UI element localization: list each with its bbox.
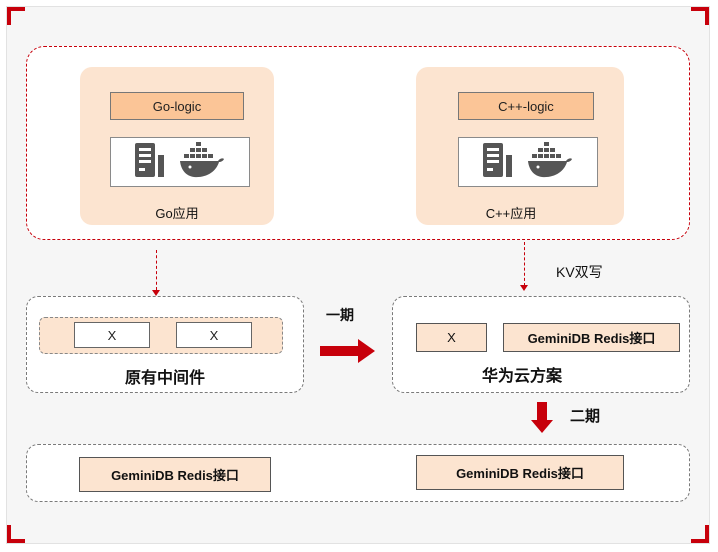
huawei-cloud-item: GeminiDB Redis接口 — [503, 323, 680, 352]
arrow-down-icon — [520, 285, 528, 291]
go-icon-box — [110, 137, 250, 187]
arrow-down-icon — [152, 290, 160, 296]
huawei-cloud-title: 华为云方案 — [481, 368, 562, 385]
corner-mark — [7, 525, 25, 543]
arrow-right-icon — [320, 338, 376, 369]
go-app-name: Go应用 — [155, 206, 199, 221]
final-item: GeminiDB Redis接口 — [79, 457, 271, 492]
final-item: GeminiDB Redis接口 — [416, 455, 624, 490]
connector-line-left — [156, 250, 157, 290]
corner-mark — [7, 7, 25, 25]
corner-mark — [691, 7, 709, 25]
original-middleware-title: 原有中间件 — [124, 370, 205, 387]
server-icon — [134, 141, 166, 184]
arrow-down-icon — [530, 402, 554, 439]
server-icon — [482, 141, 514, 184]
cpp-app-name: C++应用 — [485, 206, 537, 221]
kv-dual-write-label: KV双写 — [556, 264, 603, 280]
corner-mark — [691, 525, 709, 543]
cpp-icon-box — [458, 137, 598, 187]
cpp-logic-label: C++-logic — [458, 92, 594, 120]
docker-icon — [526, 140, 574, 185]
phase2-label: 二期 — [570, 408, 601, 425]
middleware-item: X — [74, 322, 150, 348]
middleware-item: X — [176, 322, 252, 348]
huawei-cloud-item: X — [416, 323, 487, 352]
connector-line-right — [524, 242, 525, 286]
phase1-label: 一期 — [326, 307, 354, 323]
docker-icon — [178, 140, 226, 185]
go-logic-label: Go-logic — [110, 92, 244, 120]
